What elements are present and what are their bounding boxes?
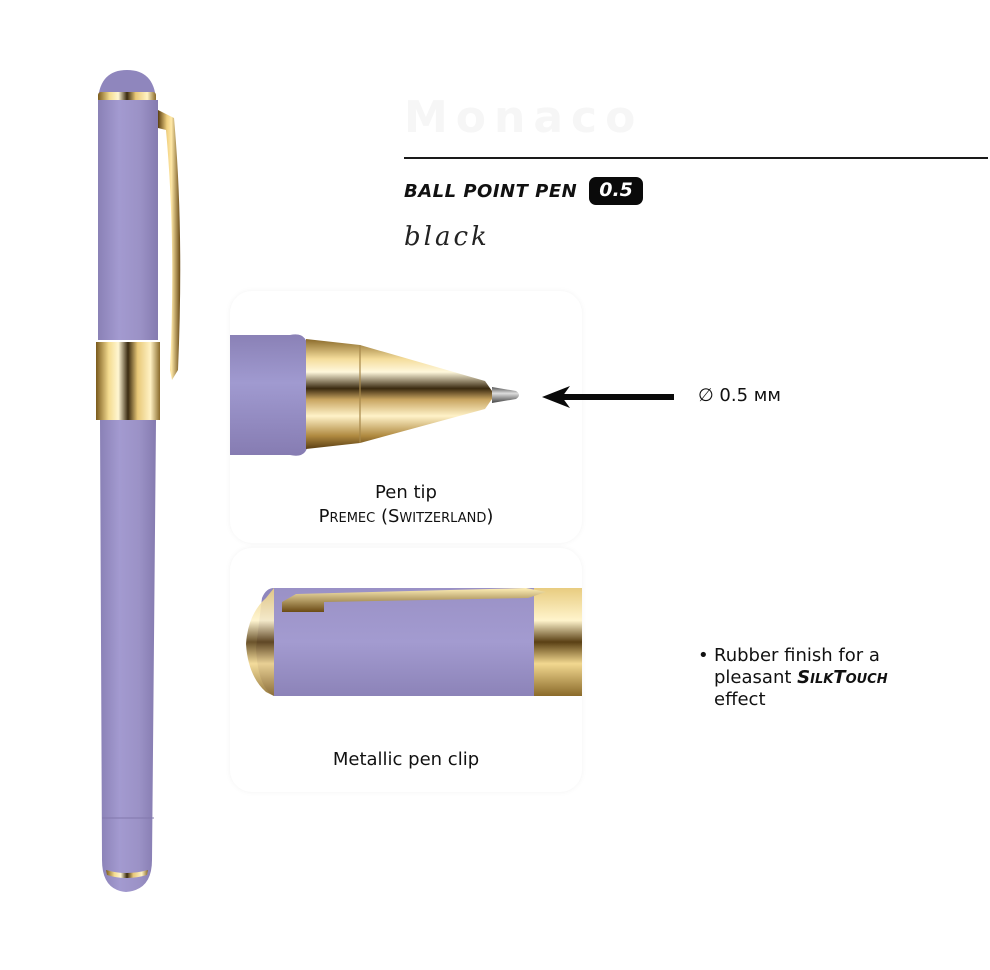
pen-tip-image <box>230 331 530 461</box>
pen-clip-card: Metallic pen clip <box>230 548 582 792</box>
arrow-left-icon <box>542 386 674 408</box>
product-type-label: BALL POINT PEN <box>404 180 578 202</box>
pen-full-image <box>92 70 182 900</box>
brand-silktouch: SilkTouch <box>797 667 888 688</box>
tip-size-badge: 0.5 <box>589 177 643 205</box>
header-divider <box>404 157 988 159</box>
pen-clip-caption: Metallic pen clip <box>332 749 480 770</box>
ghost-title: Monaco <box>404 92 644 143</box>
product-type-line: BALL POINT PEN 0.5 <box>404 177 643 205</box>
tip-diameter-spec: ∅ 0.5 мм <box>698 385 781 406</box>
pen-clip-image <box>236 588 582 698</box>
diameter-icon: ∅ <box>698 385 714 406</box>
feature-item: Rubber finish for a pleasant SilkTouch e… <box>714 645 888 710</box>
diameter-value: 0.5 мм <box>719 385 781 406</box>
pen-tip-caption: Pen tip Premec (Switzerland) <box>230 481 582 529</box>
pen-tip-caption-line1: Pen tip <box>375 482 437 503</box>
bullet-icon: • <box>698 645 709 666</box>
ink-color-label: black <box>404 222 490 252</box>
pen-tip-card: Pen tip Premec (Switzerland) <box>230 291 582 543</box>
feature-list: • Rubber finish for a pleasant SilkTouch… <box>698 645 938 711</box>
pen-tip-caption-line2: Premec (Switzerland) <box>318 506 494 527</box>
